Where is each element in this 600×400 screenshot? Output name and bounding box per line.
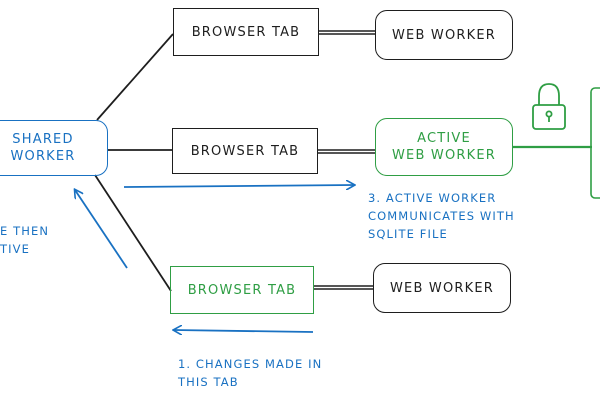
note-step3-line1: 3. ACTIVE WORKER bbox=[368, 191, 497, 205]
edge-tab-bottom-to-worker bbox=[313, 285, 373, 290]
arrow-step2-to-shared bbox=[75, 190, 128, 269]
edge-tab-top-to-worker bbox=[319, 30, 375, 35]
shared-worker-label-line1: SHARED bbox=[12, 132, 74, 147]
note-step2-partial: E THEN TIVE bbox=[0, 222, 49, 258]
shared-worker-node: SHARED WORKER bbox=[0, 120, 108, 176]
web-worker-top-label: WEB WORKER bbox=[391, 27, 496, 43]
note-step3-line3: SQLITE FILE bbox=[368, 227, 448, 241]
web-worker-top: WEB WORKER bbox=[375, 10, 513, 60]
edge-tab-middle-to-active-worker bbox=[318, 149, 376, 154]
note-step2-line2: TIVE bbox=[0, 242, 30, 256]
browser-tab-bottom: BROWSER TAB bbox=[170, 266, 314, 314]
note-step1-line1: 1. CHANGES MADE IN bbox=[178, 357, 323, 371]
web-worker-bottom: WEB WORKER bbox=[373, 263, 511, 313]
shared-worker-label-line2: WORKER bbox=[10, 149, 76, 164]
browser-tab-top-label: BROWSER TAB bbox=[191, 24, 301, 40]
browser-tab-bottom-label: BROWSER TAB bbox=[187, 282, 297, 298]
arrow-step3-to-active bbox=[123, 185, 354, 187]
note-step3: 3. ACTIVE WORKER COMMUNICATES WITH SQLIT… bbox=[368, 189, 515, 243]
note-step3-line2: COMMUNICATES WITH bbox=[368, 209, 515, 223]
edge-shared-to-tab-bottom bbox=[94, 174, 172, 292]
lock-icon bbox=[532, 83, 566, 130]
active-web-worker-label-line2: WEB WORKER bbox=[391, 148, 496, 163]
note-step2-line1: E THEN bbox=[0, 224, 50, 238]
edge-shared-to-tab-top bbox=[96, 33, 174, 121]
note-step1-line2: THIS TAB bbox=[178, 375, 239, 389]
browser-tab-middle-label: BROWSER TAB bbox=[190, 143, 300, 159]
active-web-worker-label-line1: ACTIVE bbox=[417, 131, 471, 146]
arrow-step1-changes bbox=[174, 330, 314, 332]
active-web-worker: ACTIVE WEB WORKER bbox=[375, 118, 513, 176]
browser-tab-top: BROWSER TAB bbox=[173, 8, 319, 56]
web-worker-bottom-label: WEB WORKER bbox=[389, 280, 494, 296]
browser-tab-middle: BROWSER TAB bbox=[172, 128, 318, 174]
note-step1: 1. CHANGES MADE IN THIS TAB bbox=[178, 355, 322, 391]
sqlite-file-box bbox=[590, 87, 600, 199]
